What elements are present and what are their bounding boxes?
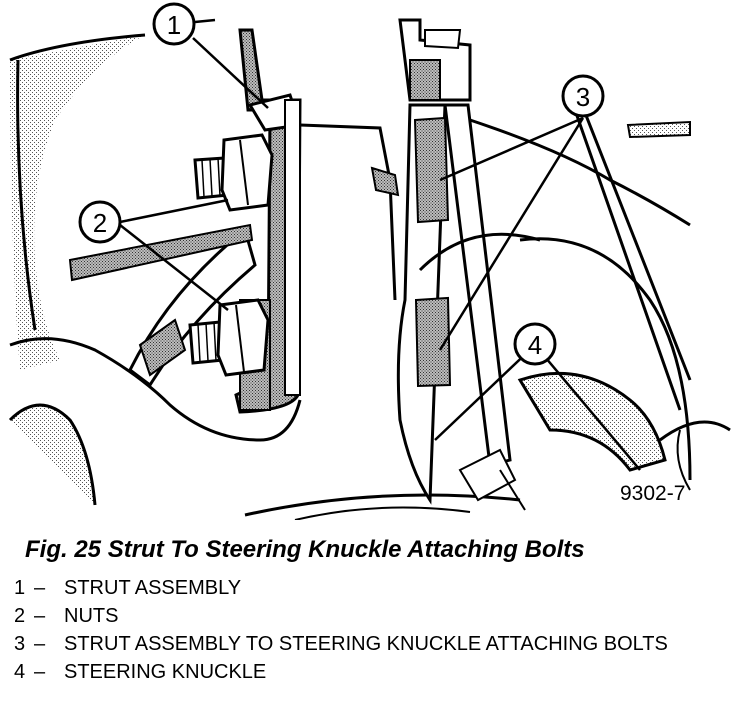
- wheel-outline: [418, 99, 731, 491]
- legend-dash: –: [34, 661, 46, 683]
- figure-id: 9302-7: [620, 482, 685, 505]
- callout-1: 1: [152, 2, 196, 46]
- legend-list: 1 – STRUT ASSEMBLY 2 – NUTS 3 – STRUT AS…: [14, 576, 714, 688]
- figure-caption: Fig. 25 Strut To Steering Knuckle Attach…: [25, 536, 585, 563]
- svg-text:2: 2: [93, 208, 107, 238]
- legend-text: STRUT ASSEMBLY TO STEERING KNUCKLE ATTAC…: [64, 633, 668, 655]
- legend-item: 1 – STRUT ASSEMBLY: [14, 576, 714, 600]
- left-fender: [8, 33, 302, 506]
- callout-4: 4: [513, 322, 557, 366]
- legend-item: 4 – STEERING KNUCKLE: [14, 660, 714, 684]
- legend-number: 1: [14, 577, 26, 599]
- legend-dash: –: [34, 605, 46, 627]
- legend-dash: –: [34, 577, 46, 599]
- control-arm: [68, 223, 257, 388]
- legend-dash: –: [34, 633, 46, 655]
- callout-leaders: [119, 18, 641, 471]
- svg-text:1: 1: [167, 10, 181, 40]
- strut-knuckle-illustration: 1 2 3 4 9302-7: [8, 2, 731, 520]
- svg-text:3: 3: [576, 82, 590, 112]
- svg-text:4: 4: [528, 330, 542, 360]
- lower-nut: [188, 298, 270, 377]
- legend-item: 3 – STRUT ASSEMBLY TO STEERING KNUCKLE A…: [14, 632, 714, 656]
- legend-number: 2: [14, 605, 26, 627]
- legend-number: 3: [14, 633, 26, 655]
- steering-knuckle: [396, 18, 526, 511]
- legend-text: NUTS: [64, 605, 119, 627]
- upper-nut: [193, 133, 274, 212]
- callout-2: 2: [78, 200, 122, 244]
- legend-text: STRUT ASSEMBLY: [64, 577, 242, 599]
- legend-text: STEERING KNUCKLE: [64, 661, 267, 683]
- legend-item: 2 – NUTS: [14, 604, 714, 628]
- legend-number: 4: [14, 661, 26, 683]
- callout-3: 3: [561, 74, 605, 118]
